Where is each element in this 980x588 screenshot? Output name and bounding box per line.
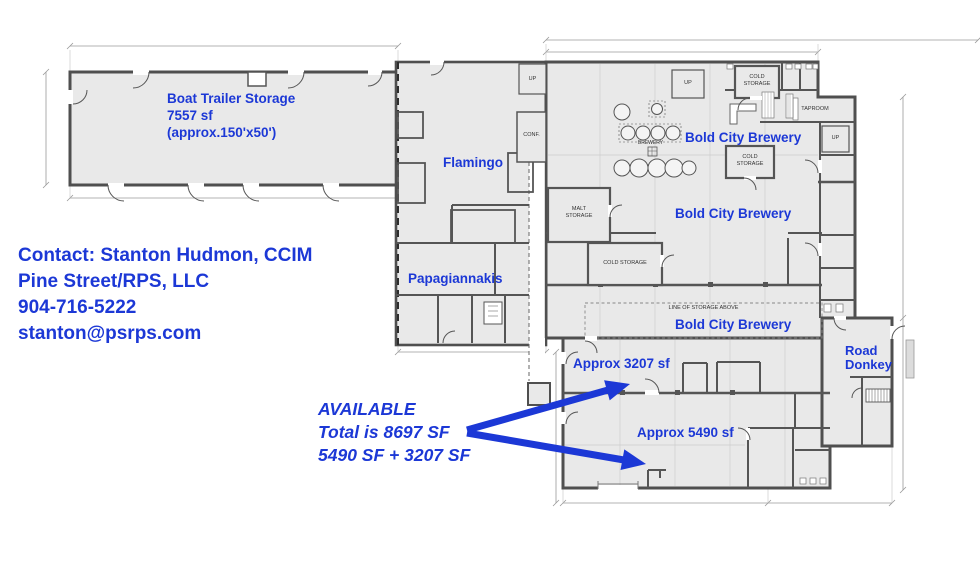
road-donkey-interior [833,316,915,446]
availability-breakdown: 5490 SF + 3207 SF [318,445,471,465]
availability-block: AVAILABLE Total is 8697 SF 5490 SF + 320… [318,398,470,467]
demising-lines [397,62,548,381]
bold-city-brewery-label-north: Bold City Brewery [685,130,802,145]
contact-name: Contact: Stanton Hudmon, CCIM [18,245,313,266]
cold-storage-mid-label: COLD STORAGE [736,154,764,167]
flamingo-label: Flamingo [443,155,503,170]
taproom-label: TAPROOM [801,106,829,112]
boat-trailer-storage-name: Boat Trailer Storage [167,91,296,106]
brewery-label: BREWERY [637,140,664,146]
dimension-lines [42,36,980,507]
availability-headline: AVAILABLE [318,399,416,419]
up-stair-label-1: UP [528,76,537,82]
brewery-tanks [613,100,697,178]
available-unit-b-label: Approx 5490 sf [637,425,734,440]
contact-email: stanton@psrps.com [18,323,202,344]
line-of-storage-label: LINE OF STORAGE ABOVE [668,305,739,311]
bold-city-brewery-label-central: Bold City Brewery [675,206,792,221]
contact-phone: 904-716-5222 [18,297,137,318]
brewery-interior [546,62,855,339]
available-unit-a-label: Approx 3207 sf [573,356,670,371]
cold-storage-top-label: COLD STORAGE [743,74,771,87]
availability-total: Total is 8697 SF [318,422,450,442]
bold-city-brewery-label-south: Bold City Brewery [675,317,792,332]
boat-trailer-storage-size: 7557 sf [167,108,213,123]
up-stair-label-2: UP [684,80,692,86]
up-stair-label-3: UP [831,135,840,141]
road-donkey-label-line1: Road [845,343,878,358]
cold-storage-low-label: COLD STORAGE [603,260,647,266]
contact-company: Pine Street/RPS, LLC [18,271,210,292]
road-donkey-label: Road Donkey [845,344,892,371]
road-donkey-label-line2: Donkey [845,356,892,372]
available-arrows [466,380,646,470]
middle-building-interior [396,60,547,344]
contact-block: Contact: Stanton Hudmon, CCIM Pine Stree… [18,243,312,347]
papagiannakis-label: Papagiannakis [408,271,503,286]
boat-trailer-storage-dimensions: (approx.150'x50') [167,125,277,140]
boat-trailer-storage-label: Boat Trailer Storage 7557 sf (approx.150… [167,90,295,141]
boat-storage-doors [68,70,383,202]
malt-storage-label: MALT STORAGE [565,206,593,219]
conf-room-label: CONF. [523,132,540,138]
